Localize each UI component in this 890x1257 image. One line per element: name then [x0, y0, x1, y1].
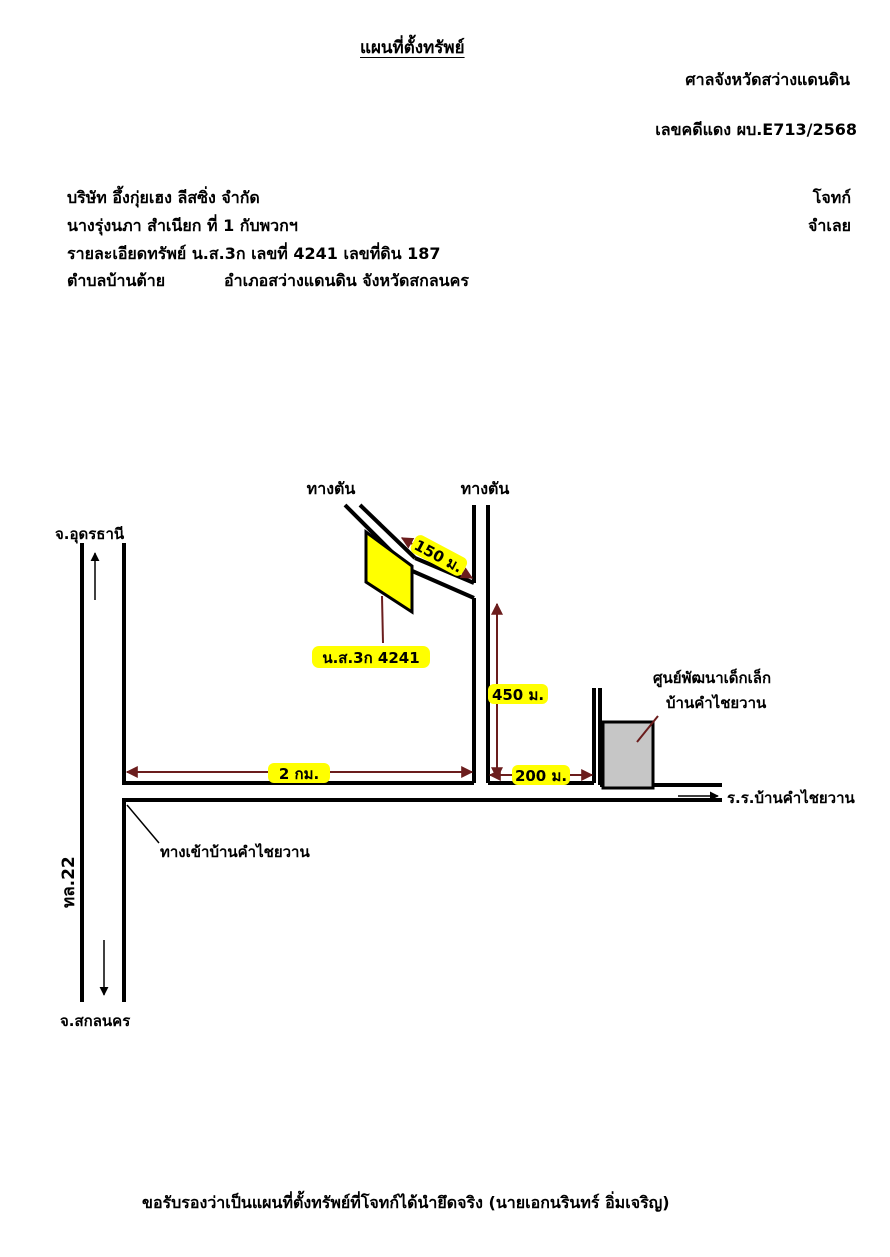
label-450m: 450 ม.	[492, 686, 544, 704]
village-entrance-label: ทางเข้าบ้านคำไชยวาน	[160, 842, 310, 861]
label-200m-bg	[512, 765, 570, 785]
parcel-label: น.ส.3ก 4241	[322, 649, 419, 667]
label-150m: 150 ม.	[411, 536, 465, 576]
plaintiff-role: โจทก์	[812, 188, 851, 207]
dead-end-left-label: ทางตัน	[307, 479, 356, 498]
location-district-province: อำเภอสว่างแดนดิน จังหวัดสกลนคร	[224, 271, 469, 290]
highway-label: ทล.22	[59, 856, 79, 908]
label-2km: 2 กม.	[279, 765, 319, 783]
south-destination-label: จ.สกลนคร	[60, 1012, 131, 1030]
north-destination-label: จ.อุดรธานี	[55, 525, 125, 544]
page-title: แผนที่ตั้งทรัพย์	[360, 38, 465, 58]
label-450m-bg	[488, 684, 548, 704]
location-subdistrict: ตำบลบ้านต้าย	[67, 271, 166, 290]
childcare-label-line1: ศูนย์พัฒนาเด็กเล็ก	[653, 668, 771, 688]
entrance-pointer	[126, 804, 160, 844]
label-200m: 200 ม.	[515, 767, 567, 785]
childcare-road	[592, 688, 602, 785]
dead-end-right-label: ทางตัน	[461, 479, 510, 498]
property-detail: รายละเอียดทรัพย์ น.ส.3ก เลขที่ 4241 เลขท…	[67, 244, 441, 263]
label-2km-bg	[268, 763, 330, 783]
childcare-pointer	[636, 715, 659, 743]
parcel-label-bg	[312, 646, 430, 668]
label-150m-bg	[410, 535, 468, 576]
highway-road	[80, 543, 126, 1002]
parcel-pointer	[381, 595, 384, 644]
court-name: ศาลจังหวัดสว่างแดนดิน	[685, 70, 850, 89]
defendant-name: นางรุ่งนภา สำเนียก ที่ 1 กับพวกฯ	[67, 216, 298, 235]
school-label: ร.ร.บ้านคำไชยวาน	[727, 788, 856, 807]
defendant-role: จำเลย	[807, 216, 851, 235]
property-parcel	[364, 529, 414, 615]
plaintiff-name: บริษัท อึ้งกุ่ยเฮง ลีสซิ่ง จำกัด	[67, 188, 260, 207]
case-number: เลขคดีแดง ผบ.E713/2568	[655, 120, 857, 139]
certification-footer: ขอรับรองว่าเป็นแผนที่ตั้งทรัพย์ที่โจทก์ไ…	[142, 1193, 670, 1212]
childcare-label-line2: บ้านคำไชยวาน	[666, 693, 767, 712]
